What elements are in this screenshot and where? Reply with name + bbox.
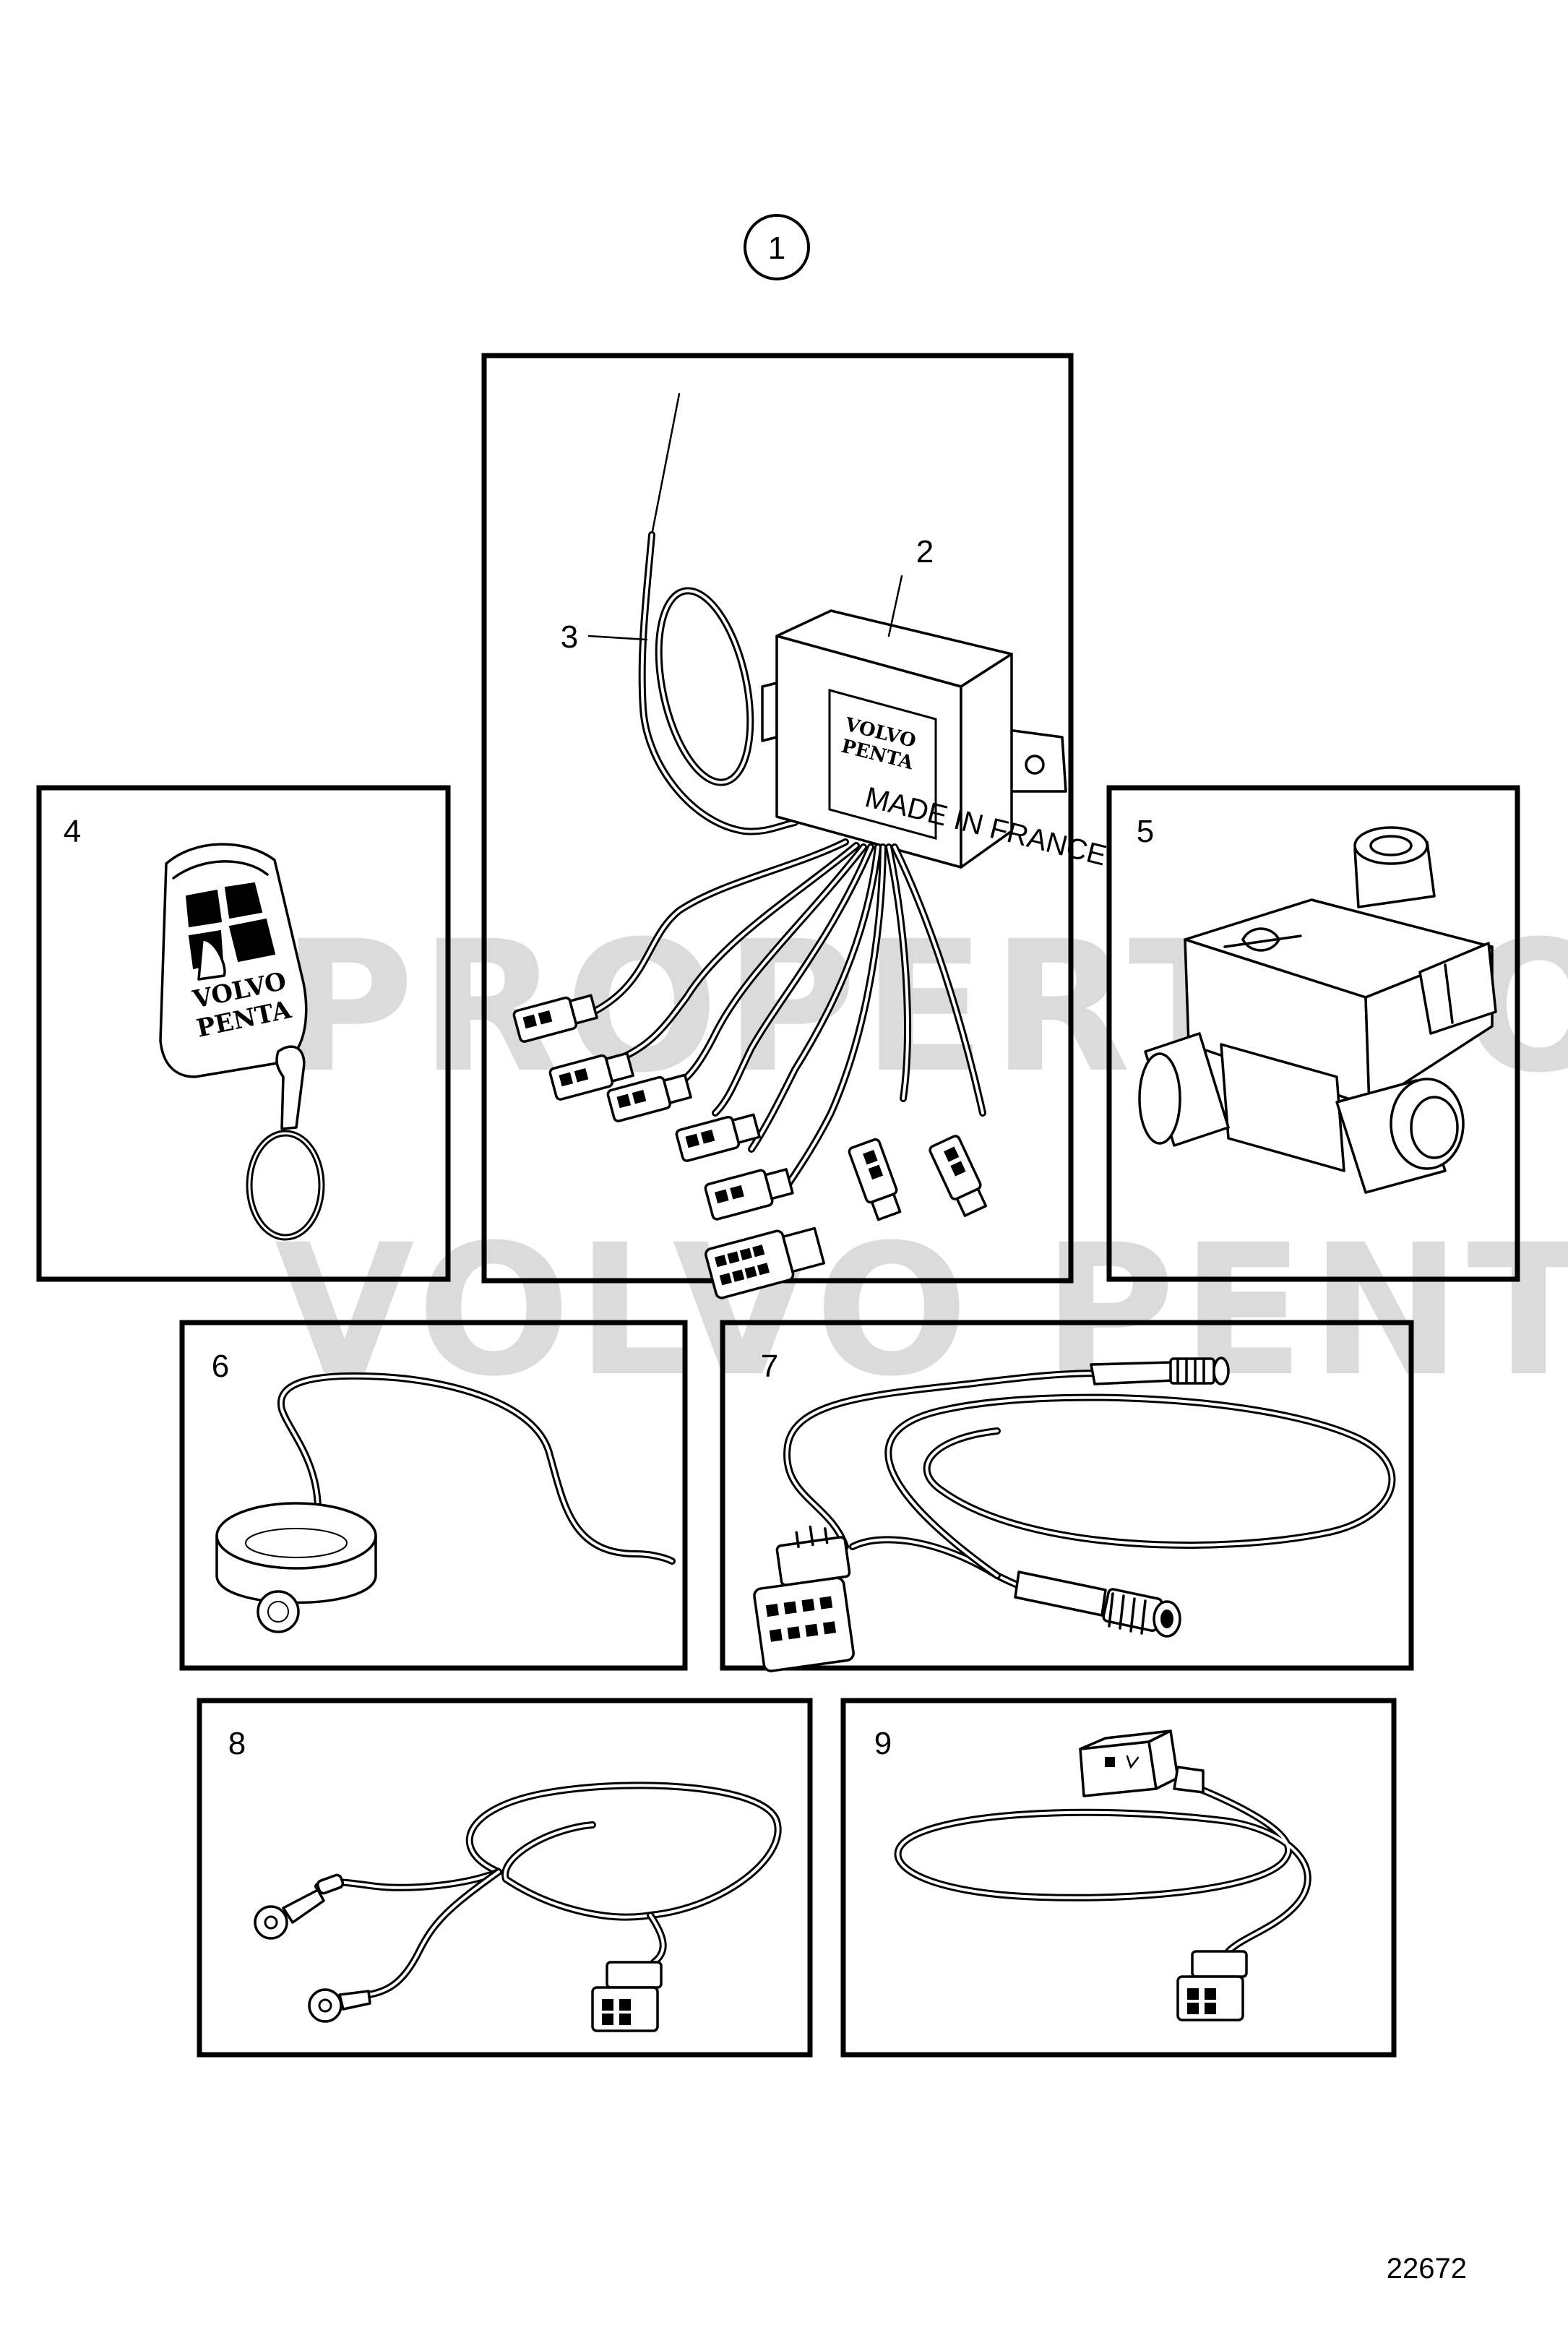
control-unit-box: VOLVO PENTA MADE IN FRANCE [761, 609, 1110, 872]
label-6: 6 [212, 1349, 229, 1384]
watermark-line2: VOLVO PENTA [275, 1206, 1568, 1416]
callout-assembly: 1 [744, 214, 810, 280]
panel-remote-key: 4 VOLVO PENTA [36, 785, 451, 1282]
label-8: 8 [228, 1726, 246, 1761]
control-unit-connectors [512, 994, 988, 1299]
panel-sensor-harness: 7 [720, 1320, 1414, 1672]
label-3: 3 [561, 619, 578, 655]
panel-solenoid-valve: 5 [1106, 785, 1520, 1282]
figure-number: 22672 [1387, 2253, 1467, 2285]
label-1: 1 [768, 231, 785, 266]
panel-cable-harness: 8 [197, 1698, 813, 2058]
label-2: 2 [916, 534, 934, 570]
panel-sensor: 6 [179, 1320, 688, 1671]
label-5: 5 [1137, 814, 1154, 849]
antenna-wire [638, 392, 798, 835]
control-unit-wires [574, 838, 986, 1189]
panel-control-unit: VOLVO PENTA MADE IN FRANCE 2 3 [481, 353, 1110, 1299]
label-4: 4 [64, 814, 81, 849]
label-9: 9 [874, 1726, 892, 1761]
label-7: 7 [761, 1349, 778, 1384]
panel-valve-harness: 9 [840, 1698, 1397, 2058]
